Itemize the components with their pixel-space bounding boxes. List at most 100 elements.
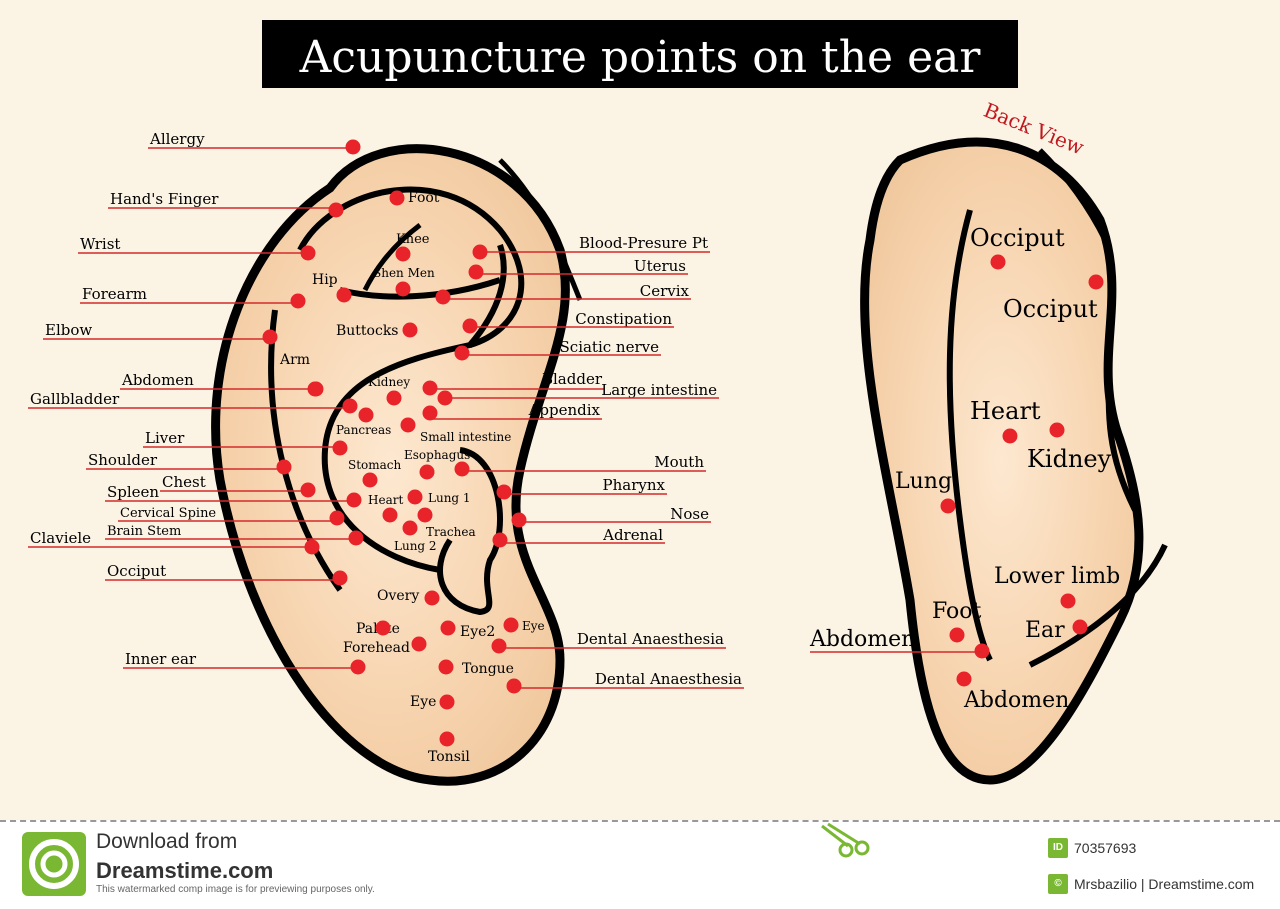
site-name[interactable]: Dreamstime.com	[96, 858, 274, 883]
front-right-label: Appendix	[528, 401, 601, 419]
front-left-label: Chest	[162, 473, 206, 491]
acupuncture-point	[454, 345, 470, 361]
title-bar	[262, 20, 1018, 88]
acupuncture-point	[386, 390, 402, 406]
acupuncture-point	[402, 322, 418, 338]
acupuncture-point	[290, 293, 306, 309]
front-right-label: Uterus	[634, 257, 686, 275]
front-inner-label: Tonsil	[428, 749, 470, 765]
acupuncture-point	[956, 671, 972, 687]
front-inner-label: Lung 2	[394, 539, 437, 553]
acupuncture-point	[332, 440, 348, 456]
acupuncture-point	[468, 264, 484, 280]
acupuncture-point	[389, 190, 405, 206]
front-left-label: Cervical Spine	[120, 506, 216, 521]
front-right-label: Bladder	[542, 370, 603, 388]
acupuncture-point	[375, 620, 391, 636]
front-inner-label: Heart	[368, 493, 403, 507]
acupuncture-point	[511, 512, 527, 528]
front-left-label: Abdomen	[121, 371, 194, 389]
dreamstime-logo	[22, 832, 86, 896]
front-right-label: Mouth	[654, 453, 704, 471]
front-right-label: Dental Anaesthesia	[577, 630, 724, 648]
acupuncture-point	[300, 245, 316, 261]
front-inner-label: Tongue	[462, 661, 514, 677]
front-left-label: Allergy	[149, 130, 205, 148]
acupuncture-point	[419, 464, 435, 480]
front-inner-label: Knee	[396, 232, 430, 247]
acupuncture-point	[395, 246, 411, 262]
acupuncture-point	[336, 287, 352, 303]
front-right-label: Dental Anaesthesia	[595, 670, 742, 688]
acupuncture-point	[949, 627, 965, 643]
front-left-label: Elbow	[45, 321, 92, 339]
acupuncture-point	[329, 510, 345, 526]
front-right-label: Constipation	[575, 310, 672, 328]
acupuncture-point	[438, 659, 454, 675]
front-inner-label: Eye	[410, 694, 436, 710]
acupuncture-point	[496, 484, 512, 500]
front-inner-label: Lung 1	[428, 491, 471, 505]
front-inner-label: Esophagus	[404, 448, 470, 462]
back-ear	[860, 137, 1168, 785]
front-inner-label: Shen Men	[373, 266, 435, 280]
front-left-label: Brain Stem	[107, 524, 181, 539]
acupuncture-point	[395, 281, 411, 297]
back-view-point-label: Abdomen	[963, 688, 1069, 713]
front-right-label: Nose	[670, 505, 709, 523]
acupuncture-point	[1088, 274, 1104, 290]
acupuncture-point	[332, 570, 348, 586]
acupuncture-point	[1072, 619, 1088, 635]
front-right-label: Pharynx	[603, 476, 666, 494]
watermark-disclaimer: This watermarked comp image is for previ…	[96, 884, 375, 895]
back-view-point-label: Lung	[895, 469, 952, 494]
front-right-label: Sciatic nerve	[560, 338, 660, 356]
footer-watermark: Download from Dreamstime.com This waterm…	[0, 820, 1280, 909]
acupuncture-point	[424, 590, 440, 606]
acupuncture-point	[346, 492, 362, 508]
front-inner-label: Buttocks	[336, 323, 399, 339]
acupuncture-point	[491, 638, 507, 654]
front-inner-label: Forehead	[343, 640, 410, 656]
front-left-label: Liver	[145, 429, 185, 447]
acupuncture-point	[506, 678, 522, 694]
acupuncture-point	[974, 643, 990, 659]
front-inner-label: Foot	[408, 190, 440, 206]
acupuncture-point	[940, 498, 956, 514]
acupuncture-point	[262, 329, 278, 345]
acupuncture-point	[402, 520, 418, 536]
front-inner-label: Trachea	[426, 525, 476, 539]
front-left-label: Claviele	[30, 529, 91, 547]
back-view-point-label: Occiput	[970, 224, 1065, 252]
acupuncture-point	[422, 405, 438, 421]
ear-diagram: Acupuncture points on the ear AllergyHan…	[28, 20, 1168, 786]
acupuncture-point	[304, 539, 320, 555]
acupuncture-point	[454, 461, 470, 477]
acupuncture-point	[308, 381, 324, 397]
acupuncture-point	[328, 202, 344, 218]
image-id-row: ID 70357693	[1048, 838, 1136, 858]
back-view-point-label: Heart	[970, 397, 1041, 425]
front-left-label: Forearm	[82, 285, 147, 303]
back-view-point-label: Occiput	[1003, 295, 1098, 323]
front-inner-label: Kidney	[368, 375, 410, 389]
acupuncture-point	[503, 617, 519, 633]
acupuncture-point	[407, 489, 423, 505]
front-right-label: Large intestine	[601, 381, 717, 399]
acupuncture-point	[362, 472, 378, 488]
acupuncture-point	[276, 459, 292, 475]
download-line: Download from	[96, 830, 238, 853]
front-inner-label: Pancreas	[336, 423, 391, 437]
front-left-label: Wrist	[80, 235, 120, 253]
front-inner-label: Stomach	[348, 458, 402, 472]
credit-text: Mrsbazilio | Dreamstime.com	[1074, 876, 1255, 892]
acupuncture-point	[492, 532, 508, 548]
acupuncture-point	[439, 694, 455, 710]
acupuncture-point	[300, 482, 316, 498]
front-left-label: Shoulder	[88, 451, 158, 469]
front-left-label: Occiput	[107, 562, 166, 580]
acupuncture-point	[1060, 593, 1076, 609]
acupuncture-point	[435, 289, 451, 305]
front-inner-label: Overy	[377, 588, 419, 604]
